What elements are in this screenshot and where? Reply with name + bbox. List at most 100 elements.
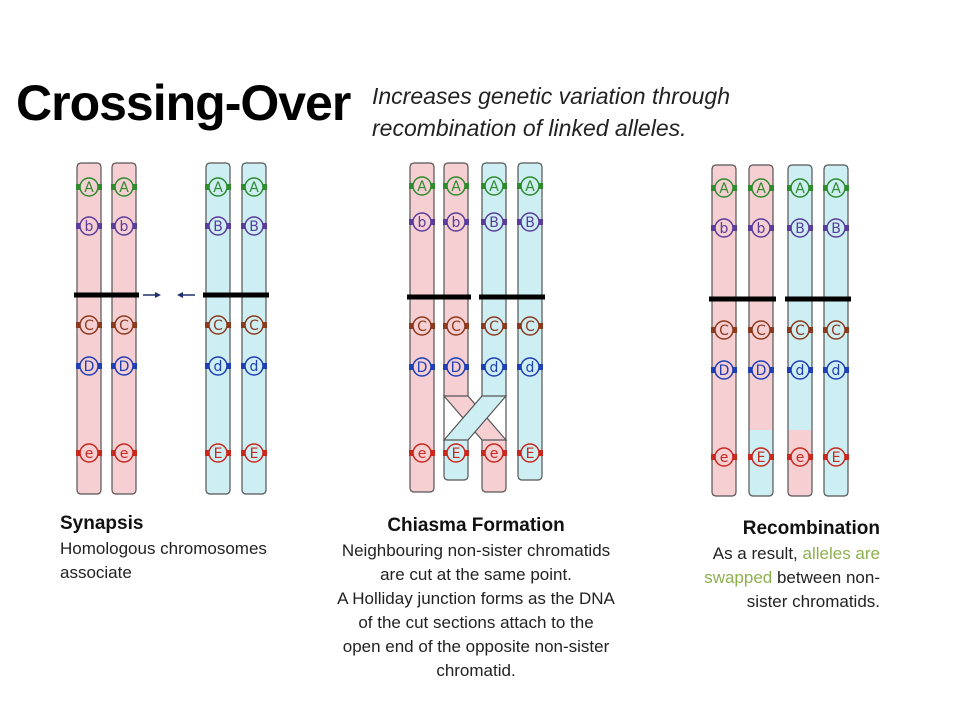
allele-letter: D — [417, 360, 428, 376]
allele-letter: A — [213, 180, 223, 196]
allele-letter: b — [757, 221, 766, 237]
chromatid-outline — [517, 162, 543, 481]
centromere-chiasma-right — [479, 294, 545, 300]
allele-letter: e — [490, 446, 499, 462]
allele-letter: A — [756, 181, 766, 197]
allele-ring — [208, 356, 228, 376]
allele-letter: B — [489, 215, 499, 231]
page-title: Crossing-Over — [16, 75, 351, 131]
junction-strand-blue — [442, 395, 508, 441]
allele-recombination-1-0: A — [748, 178, 774, 198]
allele-ring — [412, 316, 432, 336]
allele-letter: A — [831, 181, 841, 197]
allele-recombination-2-1: B — [787, 218, 813, 238]
synapsis-text-line-2: associate — [60, 563, 132, 582]
subtitle-line-2: recombination of linked alleles. — [372, 115, 687, 141]
allele-synapsis-3-1: B — [241, 216, 267, 236]
allele-ring — [79, 443, 99, 463]
allele-chiasma-0-4: e — [409, 443, 435, 463]
allele-letter: A — [719, 181, 729, 197]
allele-ring — [790, 178, 810, 198]
allele-letter: b — [120, 219, 129, 235]
allele-ring — [714, 218, 734, 238]
allele-letter: D — [756, 363, 767, 379]
allele-ring — [714, 360, 734, 380]
allele-synapsis-3-0: A — [241, 177, 267, 197]
allele-ring — [484, 212, 504, 232]
allele-synapsis-1-4: e — [111, 443, 137, 463]
allele-synapsis-1-3: D — [111, 356, 137, 376]
allele-ring — [446, 316, 466, 336]
allele-ring — [446, 212, 466, 232]
allele-letter: E — [452, 446, 461, 462]
allele-synapsis-1-2: C — [111, 315, 137, 335]
allele-ring — [244, 356, 264, 376]
allele-ring — [751, 218, 771, 238]
allele-letter: D — [719, 363, 730, 379]
allele-ring — [520, 176, 540, 196]
allele-letter: d — [490, 360, 499, 376]
allele-chiasma-0-1: b — [409, 212, 435, 232]
allele-ring — [244, 177, 264, 197]
allele-synapsis-3-3: d — [241, 356, 267, 376]
chiasma-caption: Chiasma Formation Neighbouring non-siste… — [300, 513, 652, 683]
allele-ring — [484, 316, 504, 336]
centromere-synapsis-right — [203, 292, 269, 298]
allele-letter: B — [213, 219, 223, 235]
centromere-chiasma-left — [407, 294, 471, 300]
synapsis-arrows — [143, 292, 195, 298]
allele-ring — [79, 315, 99, 335]
allele-letter: C — [831, 323, 841, 339]
chromatid-segment-0 — [482, 163, 506, 396]
chromatid-outline — [76, 162, 102, 495]
chiasma-text-line-5: open end of the opposite non-sister — [342, 637, 610, 656]
allele-chiasma-3-0: A — [517, 176, 543, 196]
allele-ring — [412, 443, 432, 463]
allele-ring — [79, 356, 99, 376]
allele-ring — [520, 443, 540, 463]
allele-ring — [208, 315, 228, 335]
allele-ring — [714, 320, 734, 340]
allele-letter: D — [451, 360, 462, 376]
allele-chiasma-3-3: d — [517, 357, 543, 377]
allele-letter: B — [795, 221, 805, 237]
chiasma-text-line-6: chromatid. — [436, 661, 516, 680]
allele-recombination-1-2: C — [748, 320, 774, 340]
allele-ring — [751, 360, 771, 380]
allele-synapsis-0-4: e — [76, 443, 102, 463]
allele-synapsis-0-1: b — [76, 216, 102, 236]
allele-chiasma-2-4: e — [481, 443, 507, 463]
allele-letter: C — [84, 318, 94, 334]
chromatid-outline — [205, 162, 231, 495]
allele-ring — [412, 176, 432, 196]
allele-letter: A — [489, 179, 499, 195]
allele-ring — [484, 176, 504, 196]
allele-letter: A — [417, 179, 427, 195]
allele-recombination-3-3: d — [823, 360, 849, 380]
allele-letter: C — [795, 323, 805, 339]
allele-letter: C — [249, 318, 259, 334]
allele-synapsis-0-0: A — [76, 177, 102, 197]
allele-letter: A — [525, 179, 535, 195]
recombination-text-after-1: between non- — [772, 568, 880, 587]
allele-ring — [114, 177, 134, 197]
allele-letter: C — [417, 319, 427, 335]
allele-ring — [790, 447, 810, 467]
allele-recombination-1-4: E — [748, 447, 774, 467]
allele-letter: d — [214, 359, 223, 375]
allele-letter: b — [85, 219, 94, 235]
allele-ring — [79, 216, 99, 236]
allele-chiasma-1-0: A — [443, 176, 469, 196]
allele-ring — [751, 178, 771, 198]
allele-letter: e — [796, 450, 805, 466]
recombination-caption: Recombination As a result, alleles are s… — [650, 516, 880, 614]
allele-recombination-0-2: C — [711, 320, 737, 340]
allele-synapsis-2-2: C — [205, 315, 231, 335]
allele-ring — [790, 360, 810, 380]
recombination-text-before: As a result, — [712, 544, 803, 563]
recombination-highlight-2: swapped — [704, 568, 773, 587]
allele-ring — [826, 447, 846, 467]
allele-recombination-2-2: C — [787, 320, 813, 340]
allele-synapsis-3-4: E — [241, 443, 267, 463]
allele-ring — [484, 357, 504, 377]
